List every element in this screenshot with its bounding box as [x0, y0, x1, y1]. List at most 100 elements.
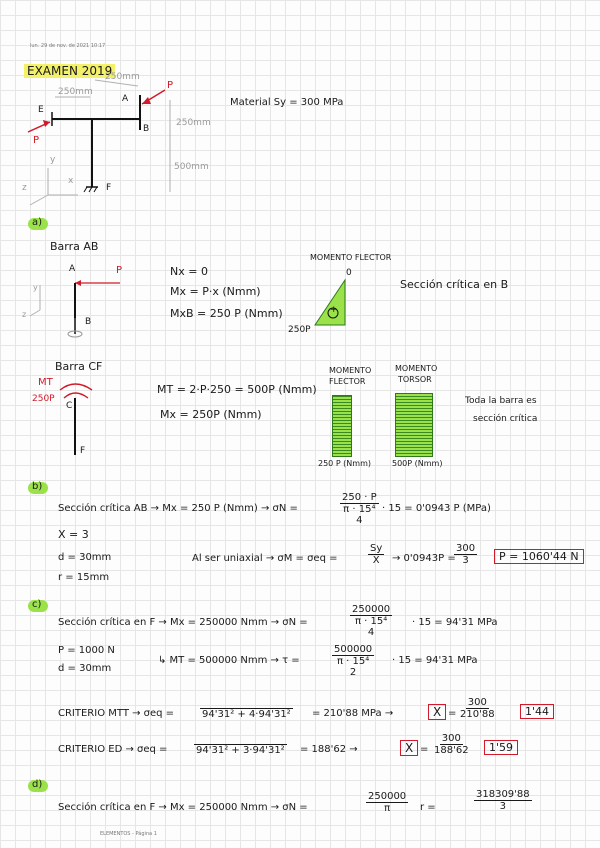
- c-d: d = 30mm: [58, 663, 112, 674]
- b-line1-rest: · 15 = 0'0943 P (MPa): [382, 503, 491, 514]
- section-b-marker: [28, 482, 48, 494]
- torsor-diagram-box: [395, 393, 433, 457]
- label-b: B: [143, 124, 150, 134]
- section-b-label: b): [32, 481, 43, 492]
- barra-cf-heading: Barra CF: [55, 360, 103, 373]
- b-fraction-2: Sy X: [368, 543, 385, 566]
- mtt-equals: =: [448, 708, 457, 719]
- section-a-marker: [28, 218, 48, 230]
- criterio-mtt-value: = 210'88 MPa →: [312, 708, 394, 719]
- axis-x-label: x: [68, 176, 74, 186]
- c-fraction-1: 250000 π · 15⁴ 4: [350, 604, 393, 638]
- axis-z-label: z: [22, 183, 27, 193]
- diagram-plus: +: [330, 305, 338, 315]
- ab-label-b: B: [85, 317, 92, 327]
- ab-label-a: A: [69, 264, 76, 274]
- b-line2: Al ser uniaxial → σM = σeq =: [192, 553, 338, 564]
- criterio-ed-value: = 188'62 →: [300, 744, 358, 755]
- b-frac2-num: Sy: [368, 543, 385, 555]
- seccion-critica-b: Sección crítica en B: [400, 278, 509, 291]
- c-p: P = 1000 N: [58, 645, 115, 656]
- b-frac3-num: 300: [454, 543, 478, 555]
- mt-value: 250P: [32, 394, 55, 404]
- dim-250-right: 250mm: [176, 118, 211, 128]
- c-line1: Sección crítica en F → Mx = 250000 Nmm →…: [58, 617, 308, 628]
- c-frac2-den: π · 15⁴: [336, 656, 370, 667]
- b-frac1-den: π · 15⁴: [343, 504, 376, 515]
- section-d-marker: [28, 780, 48, 792]
- b-frac2-den: X: [372, 555, 380, 566]
- d-r: r =: [420, 802, 436, 813]
- page-footer: ELEMENTOS - Página 1: [100, 831, 157, 837]
- cf-label-c: C: [66, 401, 73, 411]
- c-frac1-den2: 4: [367, 627, 375, 638]
- criterio-ed-label: CRITERIO ED → σeq =: [58, 744, 168, 755]
- b-radius: r = 15mm: [58, 572, 110, 583]
- mtt-frac-num: 300: [465, 697, 489, 709]
- b-fraction-1: 250 · P π · 15⁴ 4: [340, 492, 379, 526]
- b-line1: Sección crítica AB → Mx = 250 P (Nmm) → …: [58, 503, 298, 514]
- box1-value: 250 P (Nmm): [318, 459, 371, 468]
- mtt-x-box: X: [428, 704, 447, 720]
- diagram-zero: 0: [346, 268, 352, 278]
- momento-flector-title: MOMENTO FLECTOR: [310, 253, 392, 262]
- d-frac1-num: 250000: [366, 791, 409, 803]
- b-line2-rest: → 0'0943P =: [392, 553, 456, 564]
- barra-ab-heading: Barra AB: [50, 240, 99, 253]
- c-line2-rest: · 15 = 94'31 MPa: [392, 655, 478, 666]
- mt-label: MT: [38, 377, 53, 388]
- mtt-result-box: 1'44: [520, 704, 555, 719]
- d-fraction-2: 318309'88 3: [474, 789, 532, 812]
- eq-nx: Nx = 0: [170, 265, 208, 278]
- criterio-mtt-label: CRITERIO MTT → σeq =: [58, 708, 175, 719]
- ab-label-p: P: [116, 265, 123, 276]
- c-fraction-2: 500000 π · 15⁴ 2: [332, 644, 375, 678]
- mtt-frac-den: 210'88: [460, 709, 495, 720]
- ed-frac-den: 188'62: [434, 745, 469, 756]
- eq-mx: Mx = P·x (Nmm): [170, 285, 261, 298]
- ab-axis-y: y: [33, 283, 38, 292]
- b-result-box: P = 1060'44 N: [494, 549, 584, 564]
- criterio-mtt-sqrt: 94'31² + 4·94'31²: [200, 708, 293, 720]
- ed-equals: =: [420, 744, 429, 755]
- c-line2: ↳ MT = 500000 Nmm → τ =: [158, 655, 300, 666]
- dim-250-left: 250mm: [58, 87, 93, 97]
- b-diameter: d = 30mm: [58, 552, 112, 563]
- b-frac3-den: 3: [462, 555, 469, 566]
- ed-result-box: 1'59: [484, 740, 519, 755]
- box1-title-l1: MOMENTO: [329, 366, 372, 375]
- b-frac1-den2: 4: [356, 515, 363, 526]
- box1-title-l2: FLECTOR: [329, 377, 366, 386]
- ab-axis-z: z: [22, 310, 27, 319]
- material-text: Material Sy = 300 MPa: [230, 97, 344, 108]
- eq-mxb: MxB = 250 P (Nmm): [170, 307, 283, 320]
- b-x-coef: X = 3: [58, 528, 89, 541]
- ed-x-box: X: [400, 740, 419, 756]
- box2-value: 500P (Nmm): [392, 459, 443, 468]
- label-e: E: [38, 105, 44, 115]
- d-fraction-1: 250000 π: [366, 791, 409, 814]
- ed-fraction: 300 188'62: [432, 733, 471, 756]
- label-f: F: [106, 183, 112, 193]
- box2-title-l2: TORSOR: [398, 375, 432, 384]
- c-frac2-num: 500000: [332, 644, 375, 656]
- mtt-fraction: 300 210'88: [458, 697, 497, 720]
- toda-barra-l2: sección crítica: [473, 414, 538, 424]
- cf-label-f: F: [80, 446, 86, 456]
- flector-diagram-box: [332, 395, 352, 457]
- ed-frac-num: 300: [439, 733, 463, 745]
- label-p1: P: [167, 80, 174, 91]
- section-c-label: c): [32, 599, 42, 610]
- dim-250-top: 250mm: [105, 72, 140, 82]
- b-frac1-num: 250 · P: [340, 492, 379, 504]
- c-line1-rest: · 15 = 94'31 MPa: [412, 617, 498, 628]
- c-frac1-den: π · 15⁴: [354, 616, 388, 627]
- eq-mx-cf: Mx = 250P (Nmm): [160, 408, 262, 421]
- diagram-250p: 250P: [288, 325, 311, 335]
- eq-mt: MT = 2·P·250 = 500P (Nmm): [157, 383, 317, 396]
- section-a-label: a): [32, 217, 43, 228]
- dim-500: 500mm: [174, 162, 209, 172]
- d-line1: Sección crítica en F → Mx = 250000 Nmm →…: [58, 802, 308, 813]
- c-frac1-num: 250000: [350, 604, 393, 616]
